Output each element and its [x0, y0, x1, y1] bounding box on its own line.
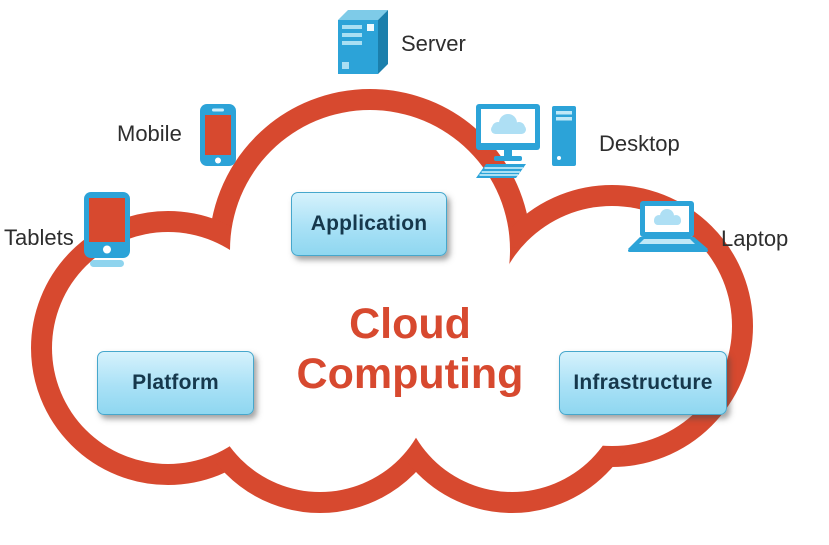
platform-box: Platform: [97, 351, 254, 415]
mobile-label: Mobile: [117, 121, 182, 146]
tower-icon: [552, 106, 576, 166]
diagram-title-line2: Computing: [296, 350, 524, 398]
tablets-label: Tablets: [4, 225, 74, 250]
diagram-title: Cloud Computing: [245, 299, 575, 399]
infrastructure-box-label: Infrastructure: [573, 371, 713, 394]
tablet-icon: [84, 192, 130, 267]
laptop-label: Laptop: [721, 226, 789, 251]
diagram-title-line1: Cloud: [349, 300, 471, 348]
desktop-label: Desktop: [599, 131, 680, 156]
screen-cloud-icon: [491, 114, 526, 134]
server-label: Server: [401, 31, 466, 56]
screen-cloud-icon: [654, 209, 681, 225]
server-icon: [338, 10, 388, 74]
keyboard-icon: [639, 239, 695, 244]
laptop-icon: [628, 201, 708, 252]
platform-box-label: Platform: [132, 371, 219, 394]
mobile-phone-icon: [200, 104, 236, 166]
infrastructure-box: Infrastructure: [559, 351, 727, 415]
application-box: Application: [291, 192, 447, 256]
application-box-label: Application: [310, 212, 428, 235]
desktop-computer-icon: [476, 104, 576, 178]
